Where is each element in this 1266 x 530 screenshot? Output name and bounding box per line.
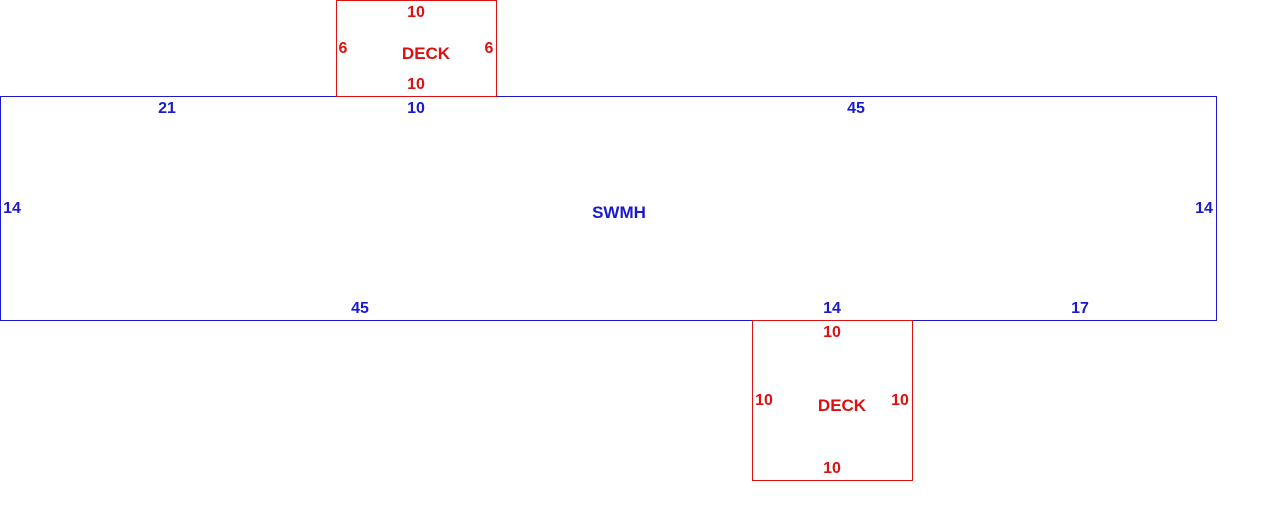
deck-bottom-label: DECK [817,396,867,415]
swmh-outline [0,96,1217,321]
deck-bottom-outline [752,320,913,481]
swmh-bottom-mid-dimension: 14 [823,300,841,317]
deck-top-right-dimension: 6 [484,40,494,57]
swmh-label: SWMH [592,203,646,222]
deck-top-bottom-dimension: 10 [407,76,425,93]
deck-bottom-bottom-dimension: 10 [823,460,841,477]
deck-top-label: DECK [401,44,451,63]
deck-top-outline [336,0,497,97]
swmh-top-left-dimension: 21 [158,100,176,117]
swmh-bottom-left-dimension: 45 [351,300,369,317]
swmh-left-dimension: 14 [3,200,21,217]
deck-bottom-top-dimension: 10 [823,324,841,341]
deck-bottom-left-dimension: 10 [755,392,773,409]
swmh-top-mid-dimension: 10 [407,100,425,117]
deck-top-left-dimension: 6 [338,40,348,57]
deck-bottom-right-dimension: 10 [891,392,909,409]
swmh-right-dimension: 14 [1195,200,1213,217]
swmh-top-right-dimension: 45 [847,100,865,117]
deck-top-top-dimension: 10 [407,4,425,21]
swmh-bottom-right-dimension: 17 [1071,300,1089,317]
